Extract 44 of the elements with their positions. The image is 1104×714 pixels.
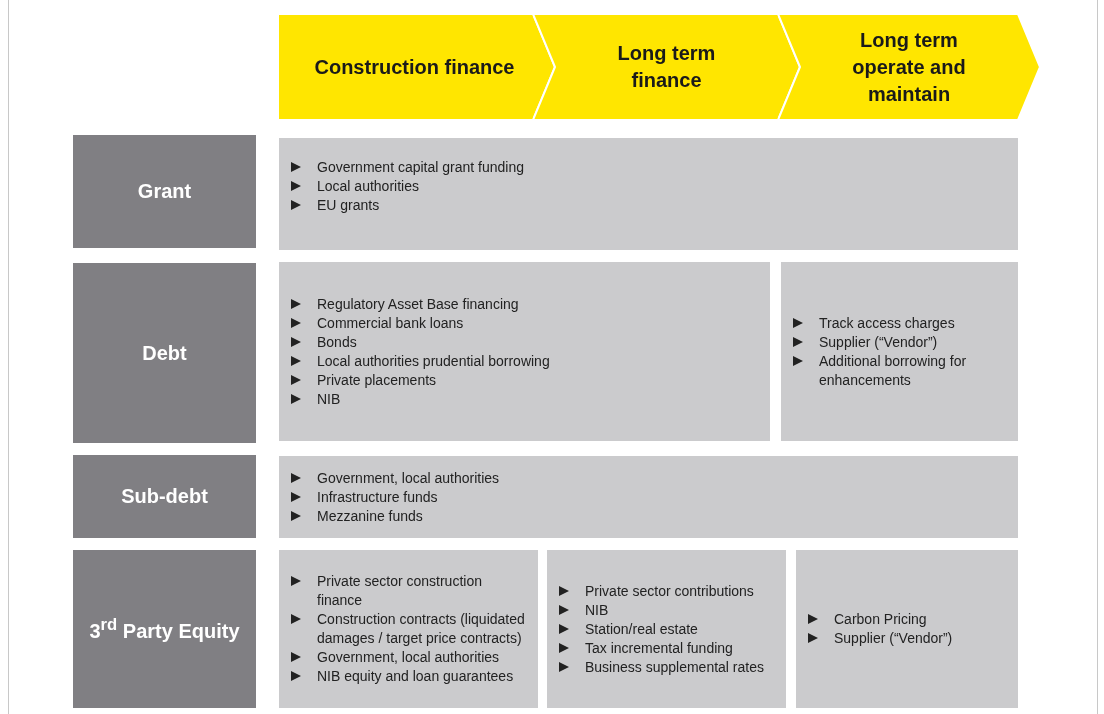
- funding-panel: [781, 262, 1018, 441]
- list-item: Mezzanine funds: [317, 506, 423, 526]
- row-header: [73, 550, 256, 708]
- funding-panel: [796, 550, 1018, 708]
- funding-panel: [279, 456, 1018, 538]
- list-item: Private sector construction finance: [317, 572, 483, 610]
- list-item: NIB: [317, 389, 341, 409]
- list-item: Bonds: [317, 332, 357, 352]
- row-title: Debt: [142, 341, 187, 365]
- step-title: Long term finance: [616, 41, 717, 93]
- list-item: Government, local authorities: [317, 468, 500, 488]
- row-header: [73, 455, 256, 538]
- list-item: Private placements: [317, 370, 437, 390]
- row-header: [73, 135, 256, 248]
- row-header: [73, 263, 256, 443]
- list-item: Station/real estate: [585, 619, 698, 639]
- list-item: Local authorities prudential borrowing: [317, 351, 550, 371]
- list-item: Business supplemental rates: [585, 657, 764, 677]
- list-item: Carbon Pricing: [834, 610, 927, 629]
- row-title: Sub-debt: [121, 485, 208, 508]
- list-item: Infrastructure funds: [317, 487, 438, 507]
- list-item: Commercial bank loans: [317, 313, 464, 333]
- row-title: 3$^{rd}$ Party Equity: [89, 615, 240, 643]
- list-item: Tax incremental funding: [585, 638, 733, 658]
- list-item: NIB equity and loan guarantees: [317, 667, 514, 686]
- list-item: NIB: [585, 600, 609, 620]
- row-title: Grant: [137, 180, 192, 203]
- list-item: Government capital grant funding: [317, 158, 524, 177]
- step-title: Long term operate and maintain: [851, 27, 967, 107]
- list-item: Local authorities: [317, 177, 419, 196]
- funding-panel: [279, 550, 538, 708]
- list-item: EU grants: [317, 196, 380, 215]
- funding-panel: [279, 138, 1018, 250]
- list-item: Construction contracts (liquidated damages / target price contracts): [317, 610, 526, 648]
- list-item: Supplier (“Vendor”): [819, 332, 938, 352]
- step-title: Construction finance: [314, 54, 515, 80]
- list-item: Additional borrowing for enhancements: [819, 351, 968, 390]
- list-item: Regulatory Asset Base financing: [317, 294, 519, 314]
- funding-panel: [547, 550, 786, 708]
- list-item: Supplier (“Vendor”): [834, 629, 953, 648]
- list-item: Track access charges: [819, 313, 955, 333]
- funding-panel: [279, 262, 770, 441]
- list-item: Government, local authorities: [317, 648, 500, 667]
- list-item: Private sector contributions: [585, 581, 754, 601]
